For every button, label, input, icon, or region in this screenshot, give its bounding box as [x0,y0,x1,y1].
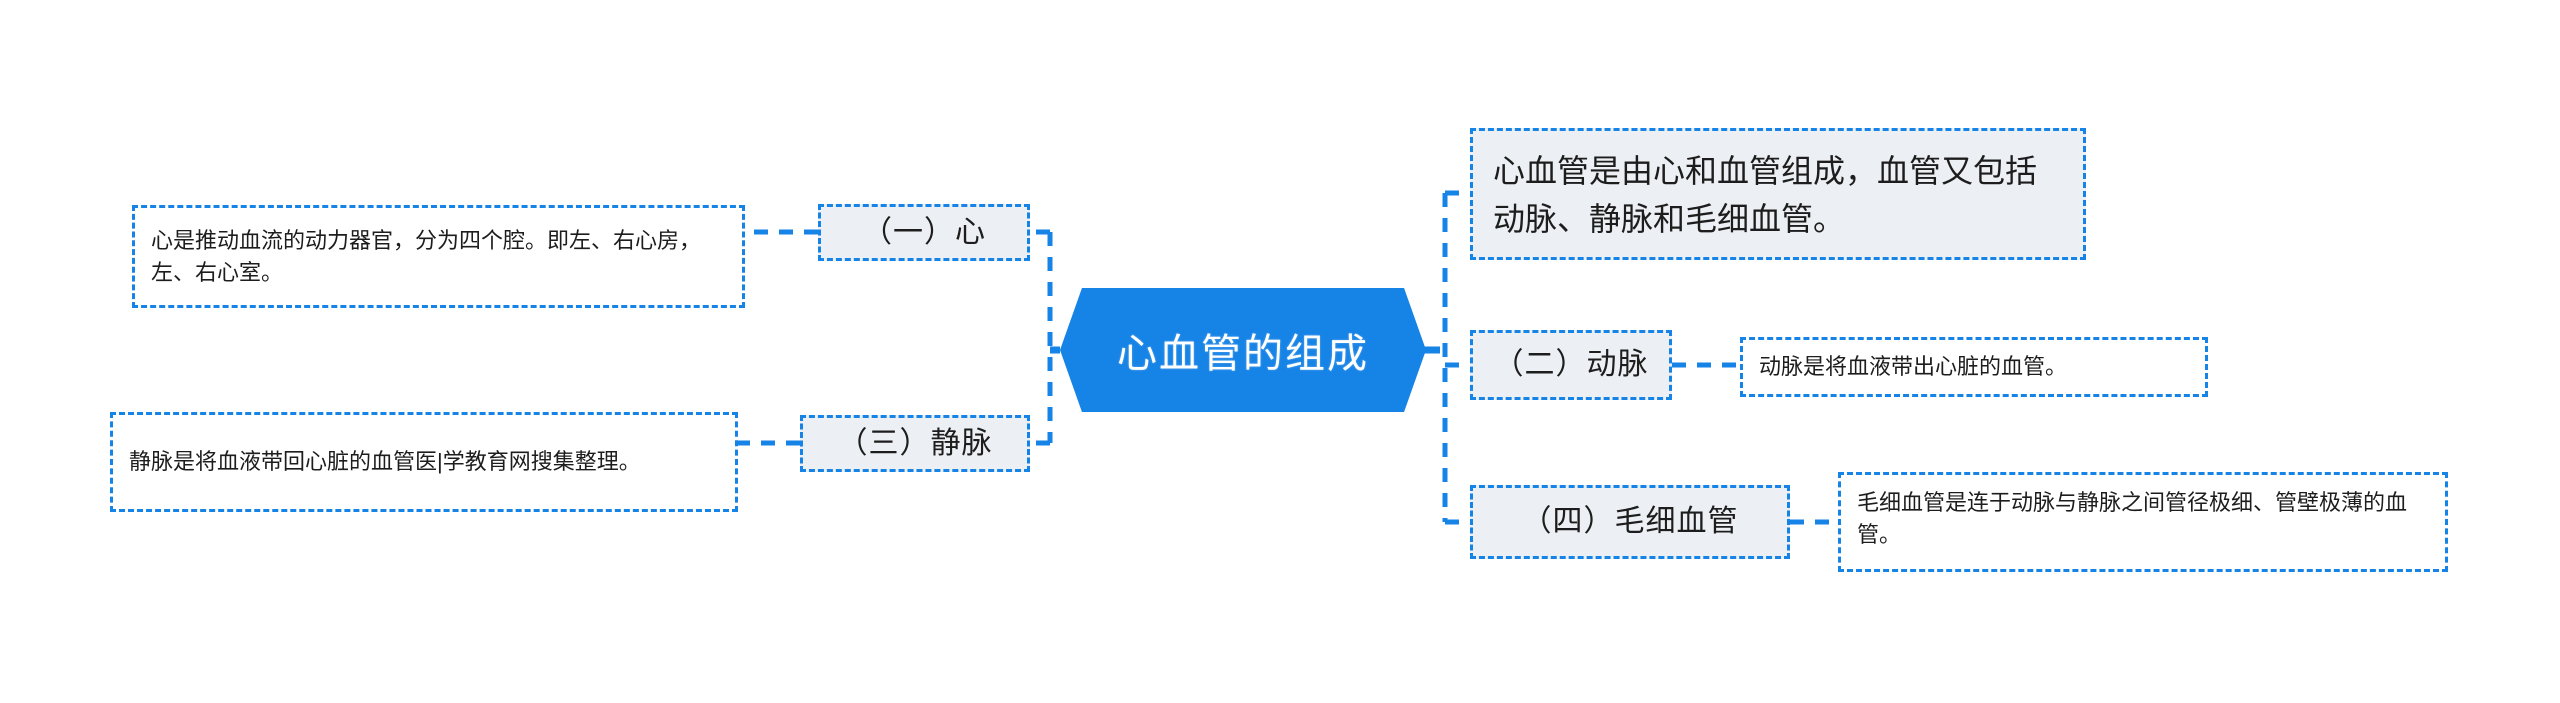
note-summary-text: 心血管是由心和血管组成，血管又包括动脉、静脉和毛细血管。 [1493,153,2038,237]
topic-heart-label: （一）心 [862,215,986,249]
topic-artery[interactable]: （二）动脉 [1470,330,1672,400]
root-node[interactable]: 心血管的组成 [1060,288,1426,412]
note-capillary[interactable]: 毛细血管是连于动脉与静脉之间管径极细、管壁极薄的血管。 [1838,472,2448,572]
topic-artery-label: （二）动脉 [1493,348,1649,382]
topic-vein[interactable]: （三）静脉 [800,415,1030,472]
note-vein[interactable]: 静脉是将血液带回心脏的血管医|学教育网搜集整理。 [110,412,738,512]
topic-capillary[interactable]: （四）毛细血管 [1470,485,1790,559]
note-heart[interactable]: 心是推动血流的动力器官，分为四个腔。即左、右心房，左、右心室。 [132,205,745,308]
root-node-label: 心血管的组成 [1117,332,1369,376]
note-summary[interactable]: 心血管是由心和血管组成，血管又包括动脉、静脉和毛细血管。 [1470,128,2086,260]
note-artery-text: 动脉是将血液带出心脏的血管。 [1759,354,2068,380]
topic-vein-label: （三）静脉 [837,426,993,460]
note-vein-text: 静脉是将血液带回心脏的血管医|学教育网搜集整理。 [129,449,641,475]
note-heart-text: 心是推动血流的动力器官，分为四个腔。即左、右心房，左、右心室。 [151,227,702,285]
note-artery[interactable]: 动脉是将血液带出心脏的血管。 [1740,337,2208,397]
note-capillary-text: 毛细血管是连于动脉与静脉之间管径极细、管壁极薄的血管。 [1857,490,2408,547]
topic-capillary-label: （四）毛细血管 [1521,505,1739,539]
topic-heart[interactable]: （一）心 [818,204,1030,261]
